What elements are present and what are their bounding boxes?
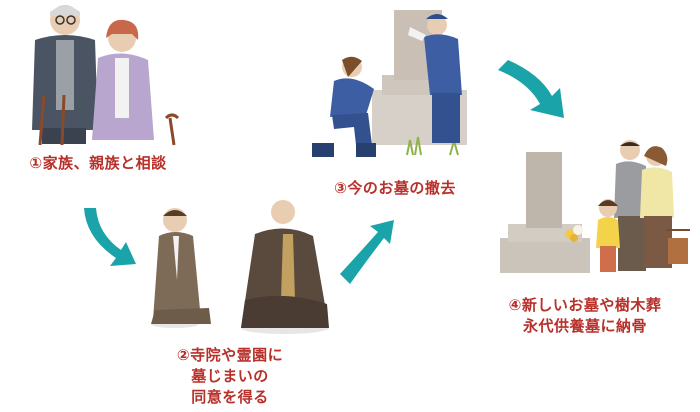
- step-3-line-1: ③今のお墓の撤去: [334, 179, 456, 197]
- step-4-line-1: ④新しいお墓や樹木葬: [508, 296, 662, 314]
- step-2-label: ②寺院や霊園に 墓じまいの 同意を得る: [145, 345, 315, 408]
- step-2-line-1: ②寺院や霊園に: [176, 346, 284, 364]
- step-1-line-1: ①家族、親族と相談: [29, 154, 167, 172]
- step-2-line-3: 同意を得る: [191, 388, 269, 406]
- elderly-couple-icon: [32, 5, 180, 146]
- step-1-label: ①家族、親族と相談: [8, 153, 188, 174]
- step-2-line-2: 墓じまいの: [191, 367, 269, 385]
- step-3-label: ③今のお墓の撤去: [310, 178, 480, 199]
- family-praying-at-grave-icon: [500, 140, 690, 273]
- step-4-line-2: 永代供養墓に納骨: [522, 317, 647, 335]
- bowing-family-and-monk-icon: [151, 200, 329, 334]
- workers-removing-grave-icon: [312, 10, 467, 157]
- step-4-label: ④新しいお墓や樹木葬 永代供養墓に納骨: [480, 295, 690, 337]
